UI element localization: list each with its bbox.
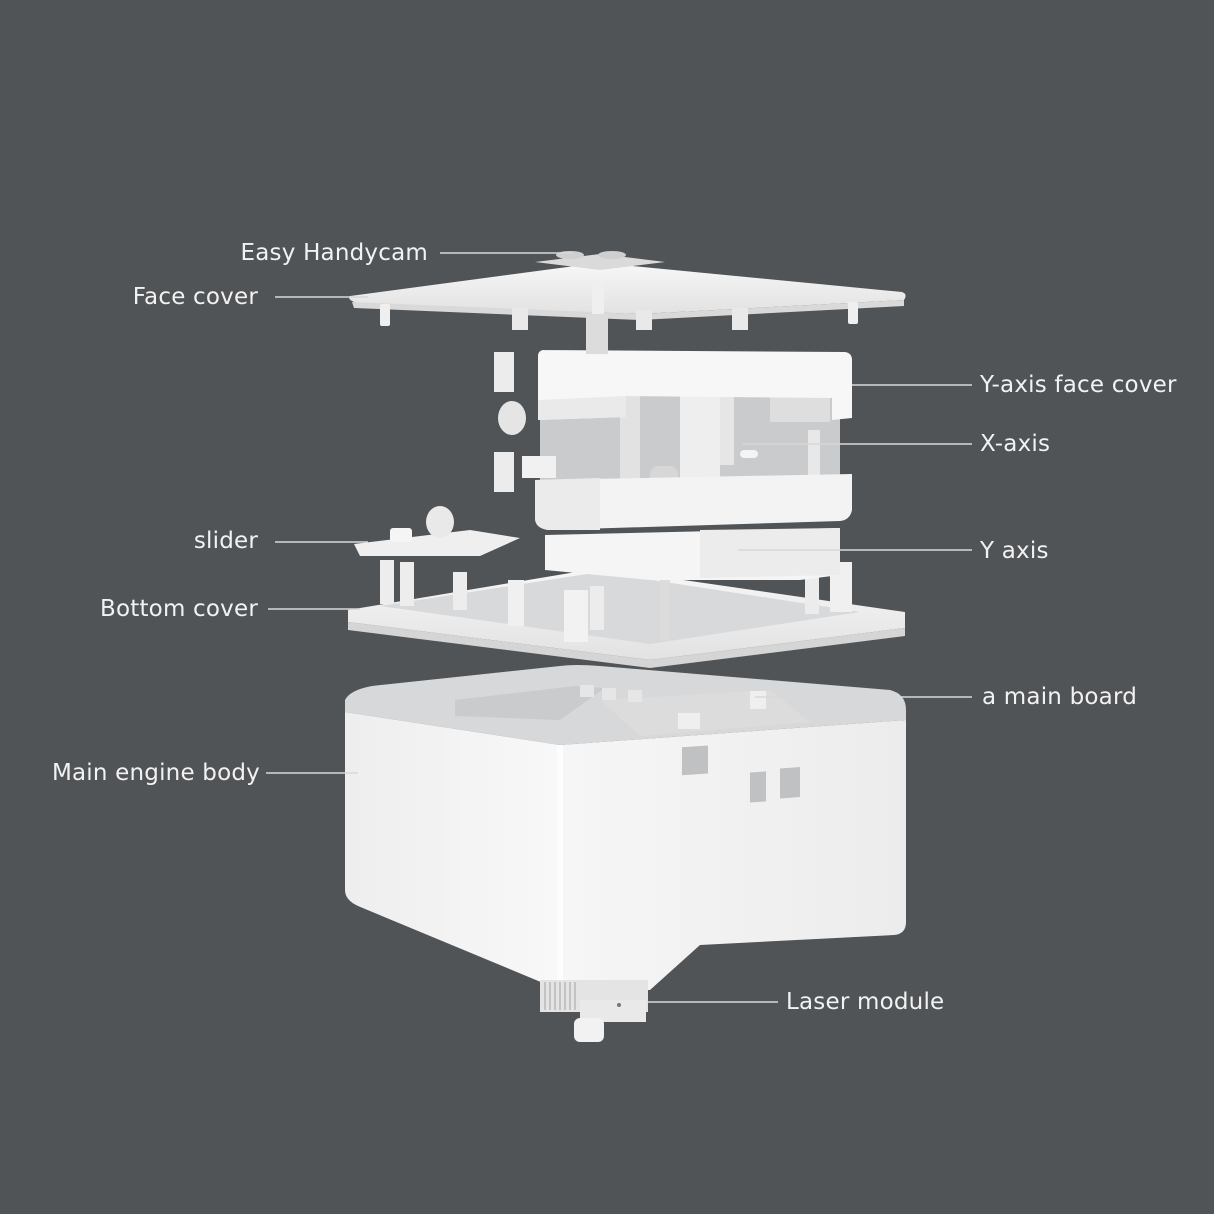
main-engine-body-shape	[345, 665, 906, 990]
bottom-cover-shape	[348, 560, 905, 668]
carriage-assembly-shape	[494, 350, 852, 530]
face-cover-shape	[349, 263, 906, 354]
label-main-board: a main board	[982, 684, 1137, 710]
label-x-axis: X-axis	[980, 431, 1051, 457]
leader-lines	[266, 252, 972, 1003]
easy-handycam-shape	[535, 251, 665, 270]
label-easy-handycam: Easy Handycam	[240, 240, 428, 266]
y-axis-shape	[545, 528, 840, 640]
laser-module-shape	[540, 980, 648, 1042]
label-y-axis: Y axis	[980, 538, 1049, 564]
label-face-cover: Face cover	[132, 284, 258, 310]
label-laser-module: Laser module	[786, 989, 945, 1015]
label-bottom-cover: Bottom cover	[99, 596, 258, 622]
slider-shape	[354, 506, 520, 556]
label-main-engine-body: Main engine body	[51, 760, 260, 786]
label-y-axis-face-cover: Y-axis face cover	[980, 372, 1177, 398]
label-slider: slider	[193, 528, 258, 554]
